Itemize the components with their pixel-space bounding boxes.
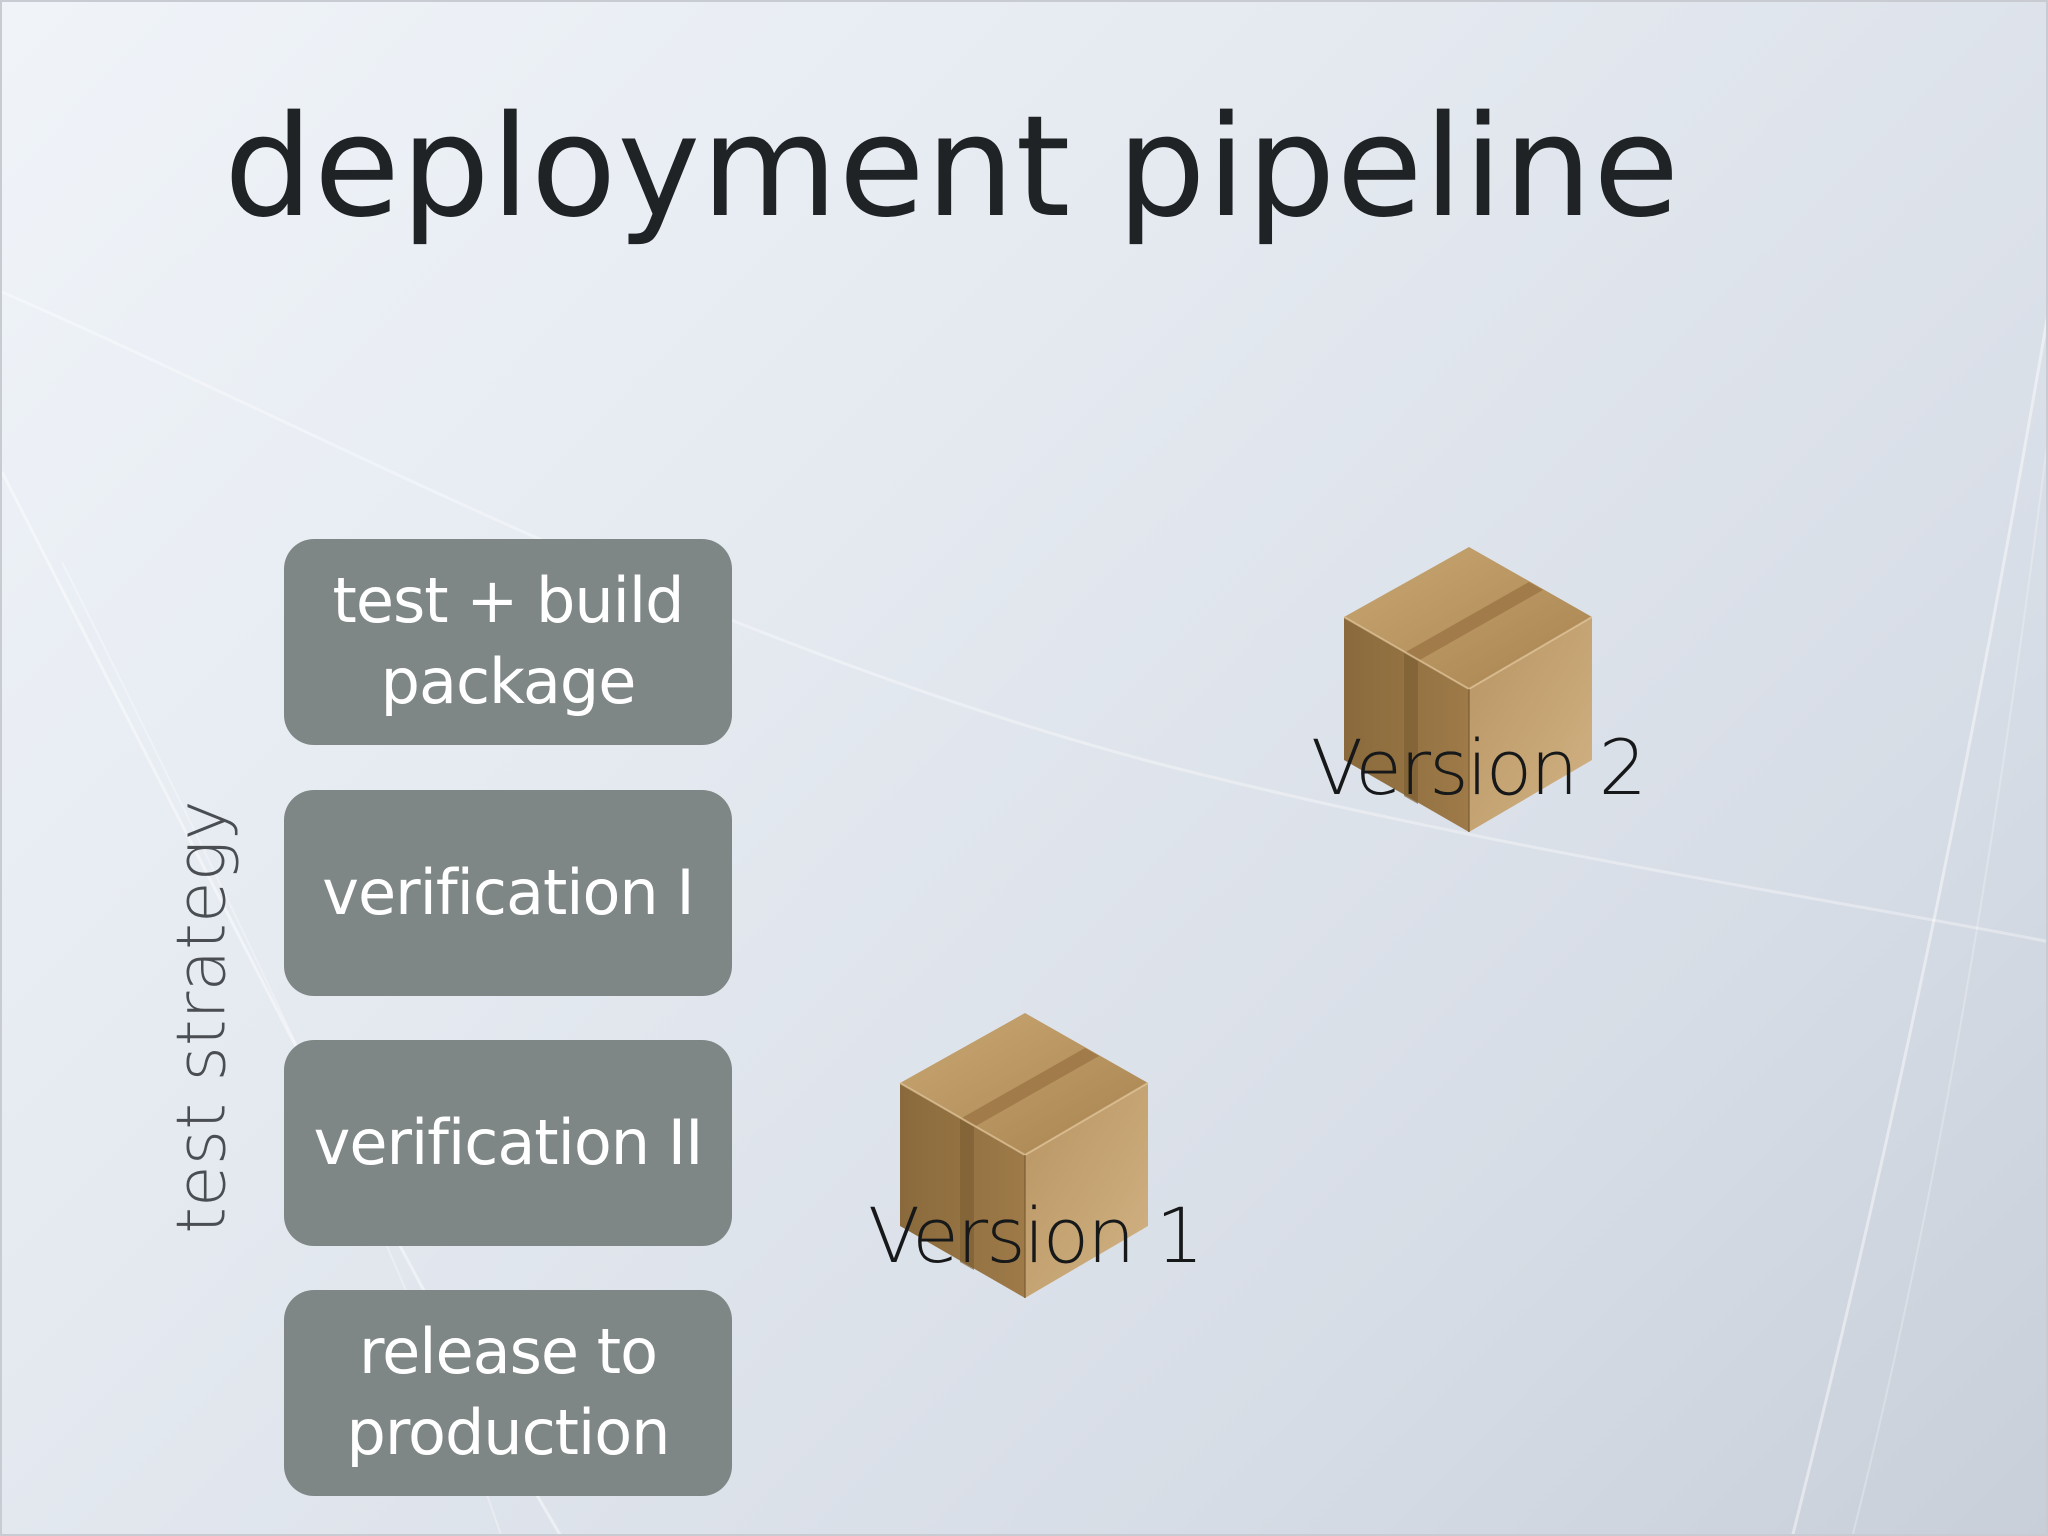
stage-release-to-production: release to production (284, 1290, 732, 1496)
stage-verification-1: verification I (284, 790, 732, 996)
stage-label: verification I (322, 855, 694, 929)
stage-label: verification II (313, 1105, 704, 1179)
package-label-version-2: Version 2 (1311, 723, 1647, 812)
slide-title: deployment pipeline (224, 86, 1681, 249)
package-icon (1339, 542, 1599, 842)
stage-verification-2: verification II (284, 1040, 732, 1246)
stage-label: test + build package (332, 564, 685, 718)
package-label-version-1: Version 1 (868, 1191, 1204, 1280)
stage-label: release to production (346, 1315, 671, 1469)
stage-test-build-package: test + build package (284, 539, 732, 745)
package-icon (895, 1008, 1155, 1308)
side-label-text: test strategy (162, 800, 242, 1234)
